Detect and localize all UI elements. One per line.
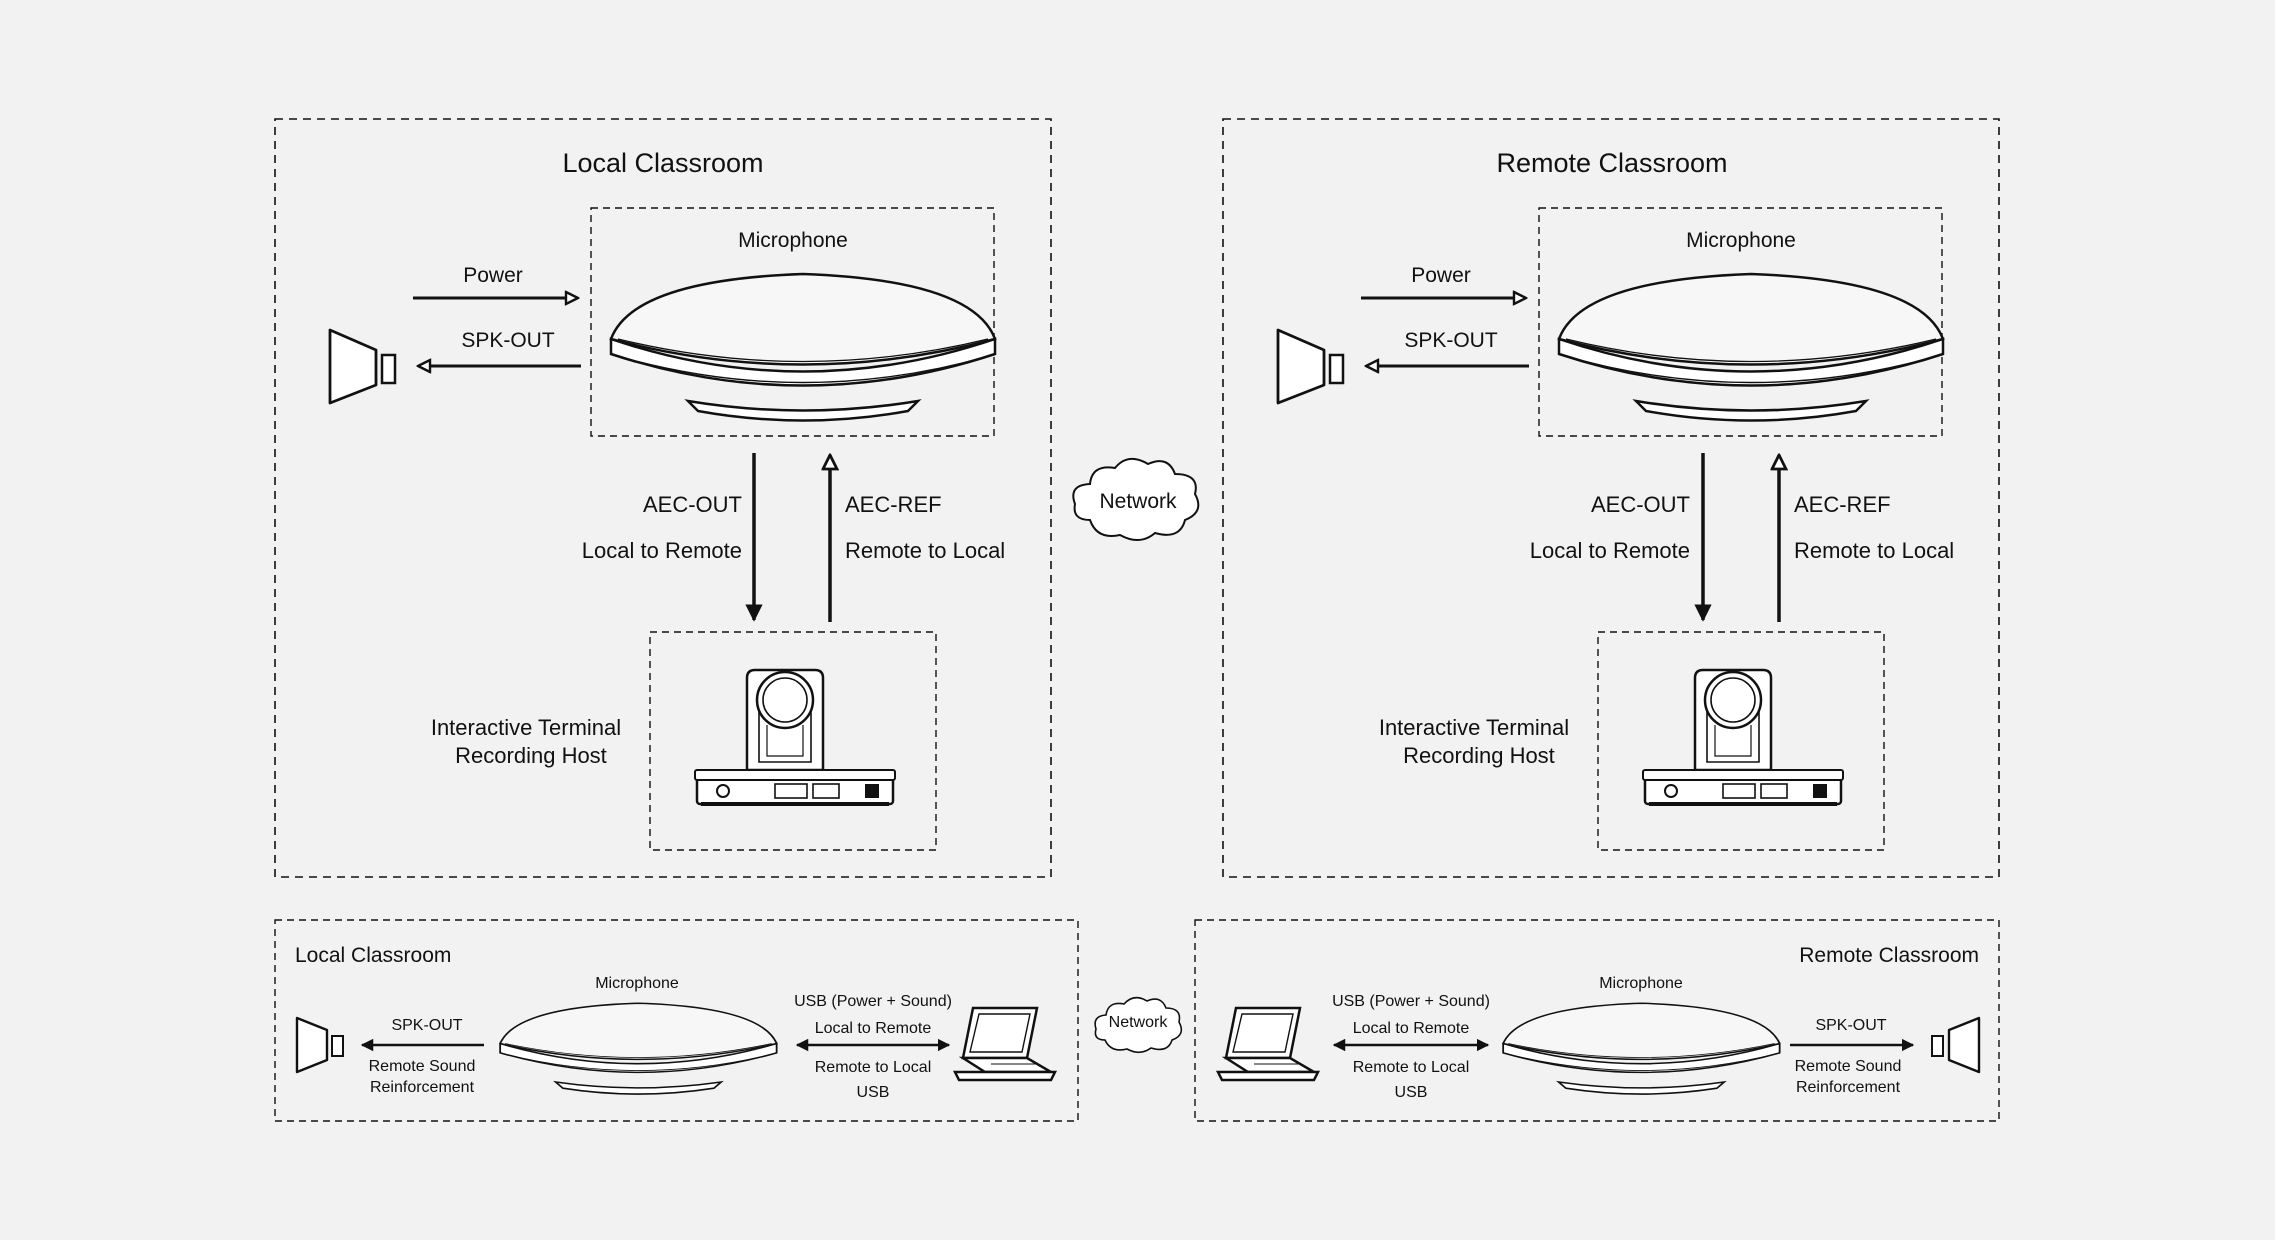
network-cloud-icon: Network xyxy=(1072,457,1200,541)
microphone-label: Microphone xyxy=(738,229,848,252)
microphone-icon xyxy=(1502,1002,1781,1095)
microphone-label: Microphone xyxy=(595,975,679,992)
microphone-icon xyxy=(1557,272,1945,422)
remote-classroom-title: Remote Classroom xyxy=(1496,148,1727,178)
usb-power-sound-label: USB (Power + Sound) xyxy=(1332,993,1490,1010)
aec-out-label: AEC-OUT xyxy=(643,492,742,517)
spk-out-label: SPK-OUT xyxy=(391,1017,462,1034)
reinforce-line2: Reinforcement xyxy=(1796,1079,1901,1096)
local-to-remote-label: Local to Remote xyxy=(1353,1020,1470,1037)
local-to-remote-label: Local to Remote xyxy=(1530,538,1690,563)
local-to-remote-label: Local to Remote xyxy=(582,538,742,563)
speaker-icon xyxy=(295,1016,344,1074)
network-cloud-icon: Network xyxy=(1094,996,1183,1054)
local-classroom-panel: Local Classroom Microphone Power SPK-OUT… xyxy=(274,118,1052,878)
local-usb-panel: Local Classroom Microphone SPK-OUT Remot… xyxy=(274,919,1079,1122)
remote-classroom-title: Remote Classroom xyxy=(1799,944,1979,967)
spk-out-label: SPK-OUT xyxy=(1404,329,1498,352)
remote-to-local-label: Remote to Local xyxy=(1794,538,1954,563)
power-label: Power xyxy=(1411,264,1471,287)
remote-to-local-label: Remote to Local xyxy=(815,1059,932,1076)
remote-to-local-label: Remote to Local xyxy=(1353,1059,1470,1076)
camera-host-icon xyxy=(1641,668,1845,806)
usb-label: USB xyxy=(857,1084,890,1101)
host-label-line1: Interactive Terminal xyxy=(431,715,621,740)
camera-host-icon xyxy=(693,668,897,806)
aec-ref-label: AEC-REF xyxy=(845,492,942,517)
network-label: Network xyxy=(1099,490,1177,513)
speaker-icon xyxy=(328,328,397,405)
speaker-icon xyxy=(1276,328,1345,405)
microphone-label: Microphone xyxy=(1686,229,1796,252)
local-to-remote-label: Local to Remote xyxy=(815,1020,932,1037)
host-label-line1: Interactive Terminal xyxy=(1379,715,1569,740)
remote-classroom-panel: Remote Classroom Microphone Power SPK-OU… xyxy=(1222,118,2000,878)
remote-usb-panel: Remote Classroom Microphone USB (Power +… xyxy=(1194,919,2000,1122)
microphone-label: Microphone xyxy=(1599,975,1683,992)
spk-out-label: SPK-OUT xyxy=(1815,1017,1886,1034)
usb-label: USB xyxy=(1395,1084,1428,1101)
remote-to-local-label: Remote to Local xyxy=(845,538,1005,563)
power-label: Power xyxy=(463,264,523,287)
host-label-line2: Recording Host xyxy=(1403,743,1555,768)
aec-out-label: AEC-OUT xyxy=(1591,492,1690,517)
reinforce-line1: Remote Sound xyxy=(369,1058,476,1075)
network-label: Network xyxy=(1109,1014,1169,1031)
laptop-icon xyxy=(953,1006,1057,1082)
laptop-icon xyxy=(1216,1006,1320,1082)
spk-out-label: SPK-OUT xyxy=(461,329,555,352)
microphone-icon xyxy=(499,1002,778,1095)
local-classroom-title: Local Classroom xyxy=(562,148,763,178)
host-label-line2: Recording Host xyxy=(455,743,607,768)
aec-ref-label: AEC-REF xyxy=(1794,492,1891,517)
microphone-icon xyxy=(609,272,997,422)
local-classroom-title: Local Classroom xyxy=(295,944,451,967)
usb-power-sound-label: USB (Power + Sound) xyxy=(794,993,952,1010)
reinforce-line1: Remote Sound xyxy=(1795,1058,1902,1075)
speaker-icon xyxy=(1931,1016,1981,1074)
reinforce-line2: Reinforcement xyxy=(370,1079,475,1096)
